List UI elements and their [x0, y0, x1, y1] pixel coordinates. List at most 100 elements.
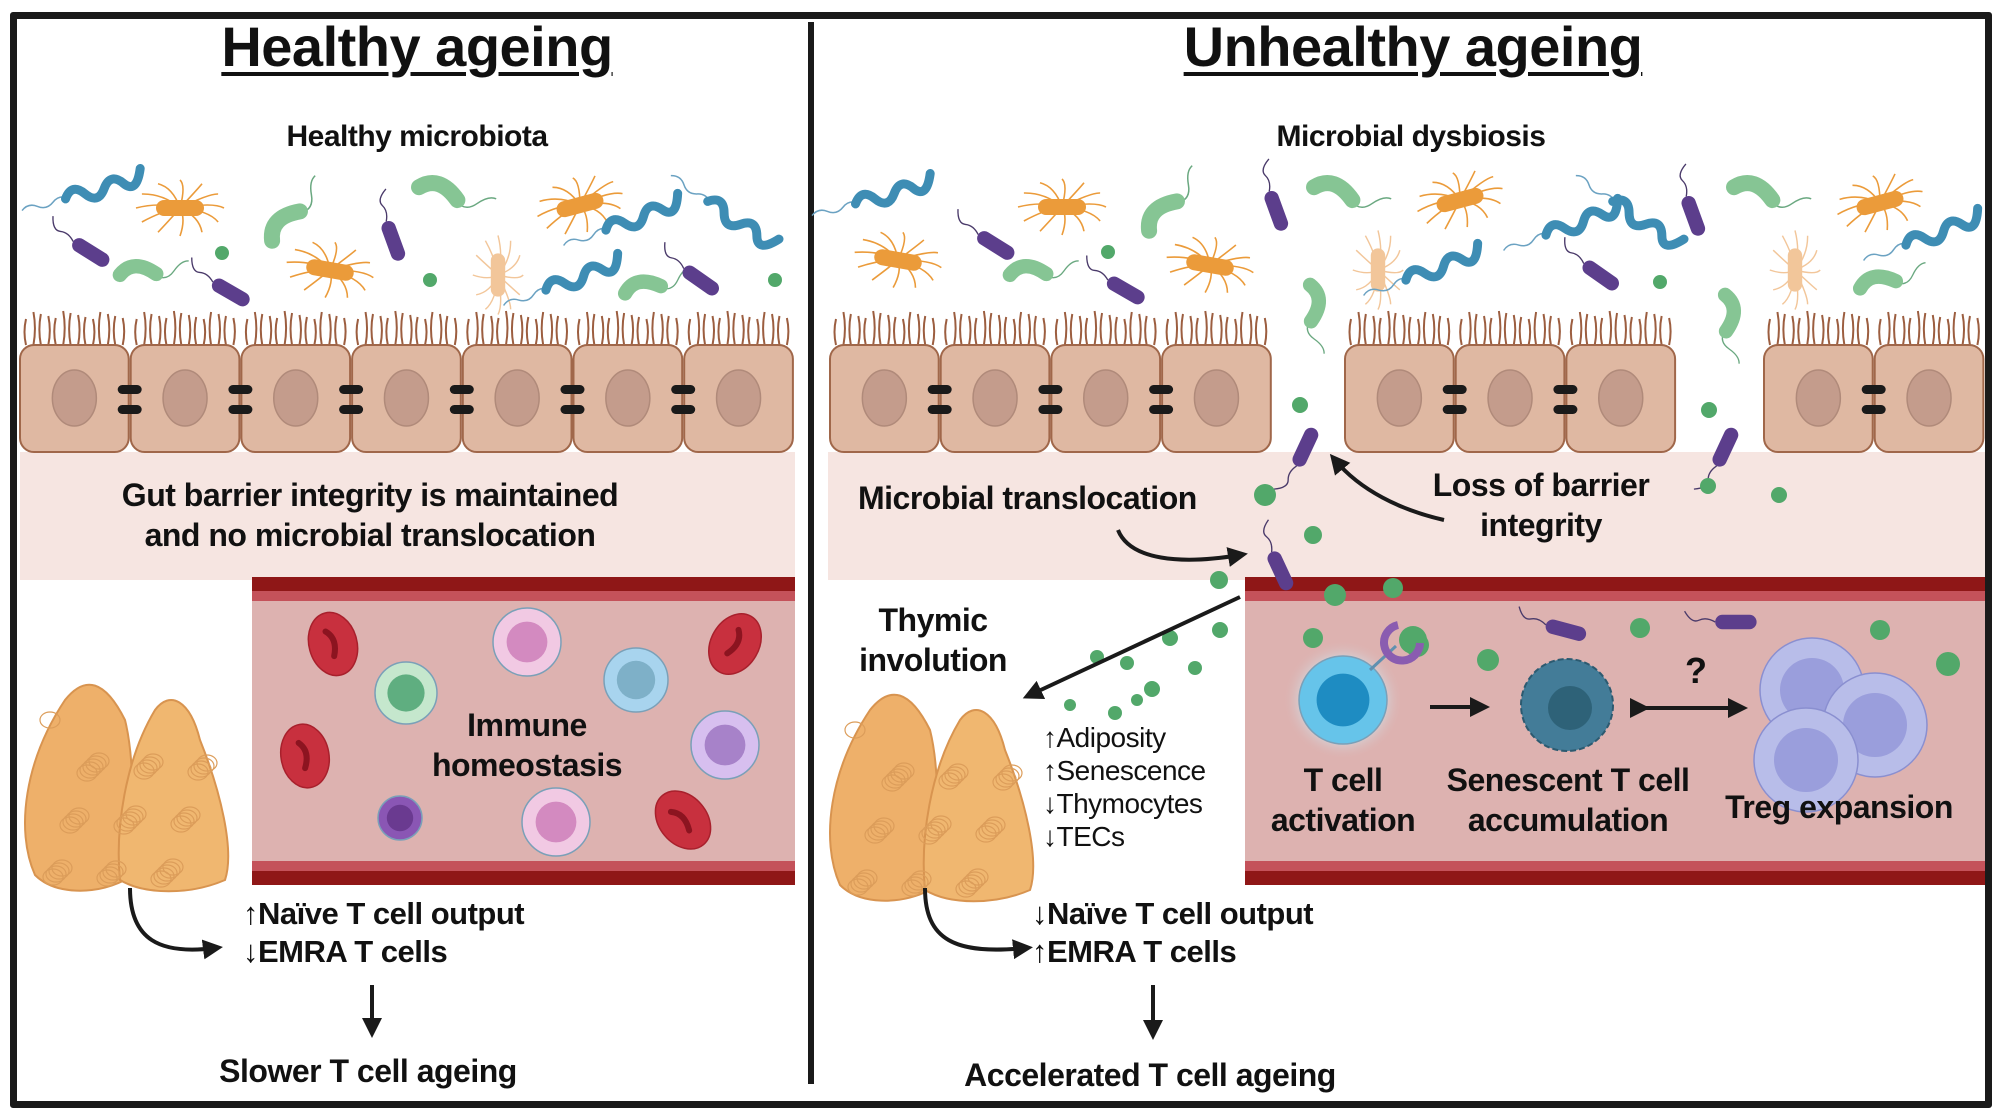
thymus-lobule	[964, 871, 986, 889]
thymic-involution-label: Thymic involution	[859, 600, 1007, 680]
fimbriated-bacterium	[1017, 178, 1107, 236]
senescence-up: ↑Senescence	[1043, 755, 1206, 786]
microvillus	[38, 313, 42, 346]
thymus-lobule	[79, 761, 101, 779]
treg-cluster	[1753, 637, 1928, 813]
tight-junction-upper	[671, 385, 696, 394]
epithelial-cell	[683, 310, 794, 453]
flagellum	[957, 209, 979, 235]
microvillus	[771, 313, 775, 346]
neutrophil	[492, 607, 562, 677]
microvillus	[1483, 315, 1487, 346]
microvillus	[863, 317, 867, 346]
microvillus	[973, 317, 978, 346]
tight-junction-upper	[560, 385, 585, 394]
microvillus	[444, 315, 449, 346]
microvillus	[112, 315, 117, 346]
microvillus	[1239, 311, 1244, 346]
thymus-lobule	[196, 754, 218, 772]
microvillus	[732, 312, 736, 346]
blood-rod-bacterium	[1684, 610, 1757, 630]
flagellum	[1564, 237, 1585, 264]
microvillus	[982, 310, 987, 346]
microvillus	[97, 311, 102, 346]
microvillus	[1437, 315, 1442, 346]
microvillus	[916, 313, 921, 346]
thymus-lobule	[941, 769, 963, 787]
thymus-lobule	[893, 762, 915, 780]
microvillus	[1114, 316, 1118, 346]
microvillus	[747, 316, 751, 346]
microvillus	[163, 317, 168, 346]
tight-junction-upper	[1442, 385, 1467, 394]
flagella	[502, 287, 549, 306]
rod-bacterium	[191, 257, 250, 307]
microvillus	[53, 317, 57, 346]
tcell-activation-line1: T cell	[1303, 762, 1383, 798]
fimbriated-bacterium-body	[306, 259, 354, 281]
fimbriated-bacterium-body	[874, 249, 922, 271]
epithelial-cell	[1454, 310, 1566, 453]
microvillus	[268, 315, 273, 346]
tight-junction-lower	[671, 405, 696, 414]
microvillus	[776, 315, 781, 346]
microvillus	[585, 311, 590, 346]
microvillus	[1907, 317, 1912, 346]
coccus-bacterium	[1210, 571, 1228, 589]
microvillus	[77, 314, 81, 346]
tcell-activation-line2: activation	[1270, 802, 1416, 838]
microvillus	[1348, 318, 1352, 346]
t-cell-receptor	[1368, 644, 1398, 672]
healthy-microbiota-label: Healthy microbiota	[286, 120, 548, 153]
microvillus	[83, 316, 87, 346]
microvillus	[1402, 314, 1406, 346]
thymus-lobule	[116, 814, 138, 832]
microvillus	[1548, 315, 1552, 346]
thymus-lobule	[176, 809, 198, 827]
microvillus	[143, 311, 147, 346]
microvillus	[901, 318, 906, 346]
coccus-bacterium	[1120, 656, 1134, 670]
microvillus	[283, 310, 288, 346]
thymus-lobule	[918, 827, 940, 845]
thymus-lobule	[984, 816, 1006, 834]
microvillus	[1782, 313, 1786, 346]
microvillus	[178, 312, 183, 346]
thymus-involuted	[829, 693, 1035, 903]
thymus-lobule	[170, 815, 192, 833]
microvillus	[1387, 310, 1391, 346]
microvillus	[687, 318, 692, 346]
curved-bacterium	[263, 175, 316, 249]
activated-t-cell	[1298, 655, 1388, 745]
tecs-down: ↓TECs	[1043, 821, 1125, 852]
microvillus	[636, 316, 640, 346]
epithelial-cell	[829, 310, 940, 453]
microvillus	[1767, 318, 1771, 346]
microvillus	[606, 317, 611, 346]
healthy-ageing-title: Healthy ageing	[221, 15, 613, 78]
barrier-loss-arrow	[1329, 453, 1445, 522]
barrier-label-line2: and no microbial translocation	[144, 517, 596, 553]
spiral-bacterium	[1362, 238, 1483, 296]
panel-divider	[808, 22, 814, 1084]
coccus-bacterium	[768, 273, 782, 287]
microvillus	[334, 315, 338, 346]
tcell-activation-label: T cell activation	[1270, 760, 1416, 840]
coccus-bacterium	[1936, 652, 1960, 676]
vessel-wall-top-inner	[1245, 591, 1985, 601]
microvillus	[429, 311, 434, 346]
microvillus	[274, 317, 279, 346]
thymus-lobule	[179, 806, 201, 824]
tight-junction-lower	[1861, 405, 1886, 414]
fimbriated-bacterium	[537, 175, 623, 235]
thymus-lobule	[105, 860, 127, 878]
red-blood-cell-dimple	[295, 739, 310, 772]
microvillus	[842, 311, 846, 346]
red-blood-cell	[708, 613, 762, 675]
microvillus	[1093, 310, 1098, 346]
microvillus	[1357, 311, 1361, 346]
microvillus	[540, 311, 545, 346]
tight-junction-upper	[1553, 385, 1578, 394]
microvillus	[1922, 312, 1927, 346]
spiral-bacterium	[1502, 193, 1623, 251]
